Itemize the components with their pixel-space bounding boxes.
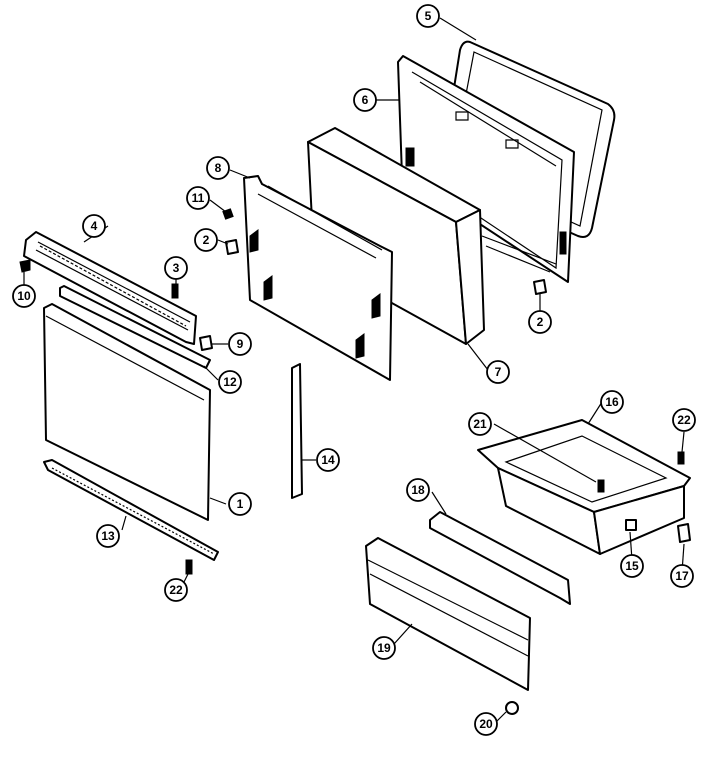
side-strip-14 [291,363,303,499]
callout-11: 11 [186,186,210,210]
svg-text:7: 7 [495,365,502,379]
clip-15 [625,519,637,531]
svg-text:11: 11 [192,191,205,205]
callout-18: 18 [406,478,430,502]
callout-6: 6 [353,88,377,112]
screw-10 [19,259,31,273]
callout-3: 3 [164,256,188,280]
svg-text:21: 21 [473,417,487,431]
knob-20 [505,701,519,715]
svg-text:10: 10 [17,289,31,303]
svg-text:2: 2 [537,315,544,329]
outer-door-panel-1 [43,303,211,521]
callout-5: 5 [416,4,440,28]
callout-12: 12 [218,370,242,394]
callout-10: 10 [12,284,36,308]
drawer-front-19 [365,537,531,691]
clip-2-lower [533,279,547,295]
callout-22-left: 22 [164,578,188,602]
svg-text:1: 1 [237,497,244,511]
svg-text:9: 9 [237,337,244,351]
callout-20: 20 [474,712,498,736]
callout-13: 13 [96,524,120,548]
svg-text:19: 19 [377,641,391,655]
callout-4: 4 [82,214,106,238]
glass-strip-12 [59,285,211,369]
callout-8: 8 [206,156,230,180]
drawer-body-16 [477,419,691,555]
callout-7: 7 [486,360,510,384]
svg-text:16: 16 [605,395,619,409]
clip-17 [677,523,691,543]
svg-text:3: 3 [173,261,180,275]
screw-3 [171,283,179,299]
callout-2-lower: 2 [528,310,552,334]
drawer-support-18 [429,511,571,605]
callout-17: 17 [670,564,694,588]
svg-text:14: 14 [321,453,335,467]
vent-trim-4 [23,231,197,345]
svg-text:18: 18 [411,483,425,497]
svg-text:4: 4 [91,219,98,233]
callout-16: 16 [600,390,624,414]
svg-text:2: 2 [203,233,210,247]
callout-19: 19 [372,636,396,660]
callout-22-right: 22 [672,408,696,432]
svg-text:8: 8 [215,161,222,175]
svg-text:13: 13 [101,529,115,543]
screw-22-right [677,451,685,465]
svg-text:5: 5 [425,9,432,23]
callout-21: 21 [468,412,492,436]
door-insulation-box-7 [307,127,485,345]
callout-9: 9 [228,332,252,356]
bottom-trim-13 [43,459,219,561]
svg-text:12: 12 [223,375,237,389]
svg-text:6: 6 [362,93,369,107]
clip-2-upper [225,239,239,255]
screw-21 [597,479,605,493]
callout-15: 15 [620,554,644,578]
callout-14: 14 [316,448,340,472]
svg-text:17: 17 [675,569,689,583]
callout-2-upper: 2 [194,228,218,252]
svg-text:22: 22 [677,413,691,427]
svg-text:20: 20 [479,717,493,731]
callout-1: 1 [228,492,252,516]
svg-text:22: 22 [169,583,183,597]
svg-text:15: 15 [625,559,639,573]
clip-9 [199,335,213,351]
screw-22-left [185,559,193,575]
inner-door-panel-8 [243,175,393,381]
